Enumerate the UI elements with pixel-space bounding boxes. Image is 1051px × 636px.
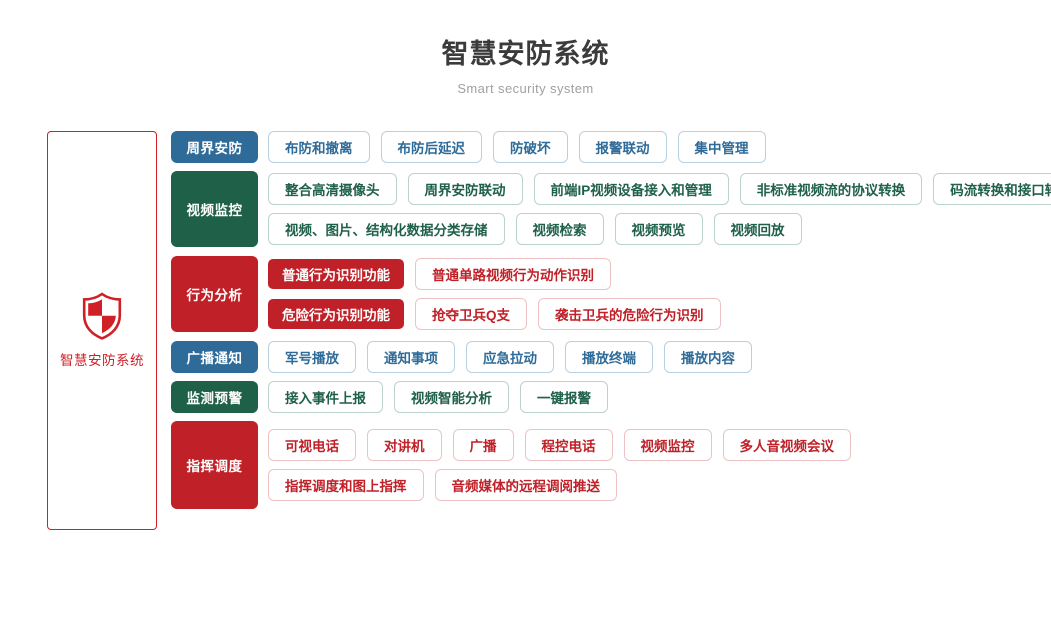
brand-label: 智慧安防系统 [60, 353, 144, 368]
row-body: 整合高清摄像头 周界安防联动 前端IP视频设备接入和管理 非标准视频流的协议转换… [268, 171, 1051, 247]
feature-chip[interactable]: 播放终端 [565, 341, 653, 373]
feature-chip[interactable]: 视频、图片、结构化数据分类存储 [268, 213, 505, 245]
feature-chip[interactable]: 布防和撤离 [268, 131, 370, 163]
brand-card[interactable]: 智慧安防系统 [47, 131, 157, 530]
category-row-behavior-analysis: 行为分析 普通行为识别功能 普通单路视频行为动作识别 危险行为识别功能 抢夺卫兵… [171, 256, 1031, 332]
category-row-monitoring-alert: 监测预警 接入事件上报 视频智能分析 一键报警 [171, 381, 1031, 413]
feature-chip[interactable]: 码流转换和接口转换 [933, 173, 1051, 205]
category-rows: 周界安防 布防和撤离 布防后延迟 防破坏 报警联动 集中管理 视频监控 整合高清… [171, 131, 1051, 509]
shield-icon [81, 292, 123, 340]
subrow: 军号播放 通知事项 应急拉动 播放终端 播放内容 [268, 341, 1031, 373]
category-label-video-surveillance[interactable]: 视频监控 [171, 171, 258, 247]
feature-chip[interactable]: 一键报警 [520, 381, 608, 413]
feature-chip[interactable]: 对讲机 [367, 429, 442, 461]
subrow: 普通行为识别功能 普通单路视频行为动作识别 [268, 258, 1031, 290]
row-body: 布防和撤离 布防后延迟 防破坏 报警联动 集中管理 [268, 131, 1031, 163]
category-label-behavior-analysis[interactable]: 行为分析 [171, 256, 258, 332]
feature-chip[interactable]: 整合高清摄像头 [268, 173, 397, 205]
row-body: 军号播放 通知事项 应急拉动 播放终端 播放内容 [268, 341, 1031, 373]
page-subtitle: Smart security system [457, 80, 594, 96]
feature-chip[interactable]: 程控电话 [524, 429, 613, 461]
feature-chip[interactable]: 视频检索 [515, 213, 604, 245]
feature-chip[interactable]: 布防后延迟 [380, 131, 482, 163]
feature-chip[interactable]: 防破坏 [493, 131, 568, 163]
feature-chip[interactable]: 抢夺卫兵Q支 [415, 298, 528, 330]
feature-chip[interactable]: 军号播放 [268, 341, 356, 373]
category-label-command-dispatch[interactable]: 指挥调度 [171, 421, 258, 509]
feature-chip[interactable]: 前端IP视频设备接入和管理 [533, 173, 729, 205]
page-header: 智慧安防系统 Smart security system [0, 0, 1051, 96]
subrow: 整合高清摄像头 周界安防联动 前端IP视频设备接入和管理 非标准视频流的协议转换… [268, 173, 1051, 205]
subrow: 布防和撤离 布防后延迟 防破坏 报警联动 集中管理 [268, 131, 1031, 163]
feature-chip[interactable]: 可视电话 [268, 429, 356, 461]
subgroup-label-normal-behavior[interactable]: 普通行为识别功能 [268, 259, 404, 289]
subrow: 视频、图片、结构化数据分类存储 视频检索 视频预览 视频回放 [268, 213, 1051, 245]
row-body: 普通行为识别功能 普通单路视频行为动作识别 危险行为识别功能 抢夺卫兵Q支 袭击… [268, 256, 1031, 332]
row-body: 可视电话 对讲机 广播 程控电话 视频监控 多人音视频会议 指挥调度和图上指挥 … [268, 421, 1031, 509]
feature-chip[interactable]: 袭击卫兵的危险行为识别 [538, 298, 721, 330]
feature-chip[interactable]: 集中管理 [677, 131, 766, 163]
feature-chip[interactable]: 应急拉动 [466, 341, 554, 373]
row-body: 接入事件上报 视频智能分析 一键报警 [268, 381, 1031, 413]
feature-chip[interactable]: 报警联动 [578, 131, 667, 163]
category-row-command-dispatch: 指挥调度 可视电话 对讲机 广播 程控电话 视频监控 多人音视频会议 指挥调度和… [171, 421, 1031, 509]
category-label-monitoring-alert[interactable]: 监测预警 [171, 381, 258, 413]
subrow: 危险行为识别功能 抢夺卫兵Q支 袭击卫兵的危险行为识别 [268, 298, 1031, 330]
feature-chip[interactable]: 非标准视频流的协议转换 [739, 173, 923, 205]
page-title: 智慧安防系统 [441, 39, 610, 69]
feature-chip[interactable]: 播放内容 [664, 341, 752, 373]
feature-chip[interactable]: 接入事件上报 [268, 381, 383, 413]
subrow: 指挥调度和图上指挥 音频媒体的远程调阅推送 [268, 469, 1031, 501]
subrow: 可视电话 对讲机 广播 程控电话 视频监控 多人音视频会议 [268, 429, 1031, 461]
subrow: 接入事件上报 视频智能分析 一键报警 [268, 381, 1031, 413]
feature-chip[interactable]: 音频媒体的远程调阅推送 [434, 469, 617, 501]
feature-chip[interactable]: 周界安防联动 [407, 173, 523, 205]
feature-chip[interactable]: 普通单路视频行为动作识别 [415, 258, 611, 290]
feature-chip[interactable]: 视频智能分析 [394, 381, 509, 413]
category-row-perimeter: 周界安防 布防和撤离 布防后延迟 防破坏 报警联动 集中管理 [171, 131, 1031, 163]
subgroup-label-dangerous-behavior[interactable]: 危险行为识别功能 [268, 299, 404, 329]
category-row-video-surveillance: 视频监控 整合高清摄像头 周界安防联动 前端IP视频设备接入和管理 非标准视频流… [171, 171, 1051, 247]
feature-chip[interactable]: 多人音视频会议 [722, 429, 851, 461]
category-label-perimeter[interactable]: 周界安防 [171, 131, 258, 163]
feature-chip[interactable]: 视频回放 [713, 213, 802, 245]
category-row-broadcast-notification: 广播通知 军号播放 通知事项 应急拉动 播放终端 播放内容 [171, 341, 1031, 373]
feature-chip[interactable]: 指挥调度和图上指挥 [268, 469, 424, 501]
feature-chip[interactable]: 广播 [452, 429, 514, 461]
feature-chip[interactable]: 视频监控 [623, 429, 712, 461]
feature-chip[interactable]: 通知事项 [367, 341, 455, 373]
feature-chip[interactable]: 视频预览 [614, 213, 703, 245]
category-label-broadcast-notification[interactable]: 广播通知 [171, 341, 258, 373]
